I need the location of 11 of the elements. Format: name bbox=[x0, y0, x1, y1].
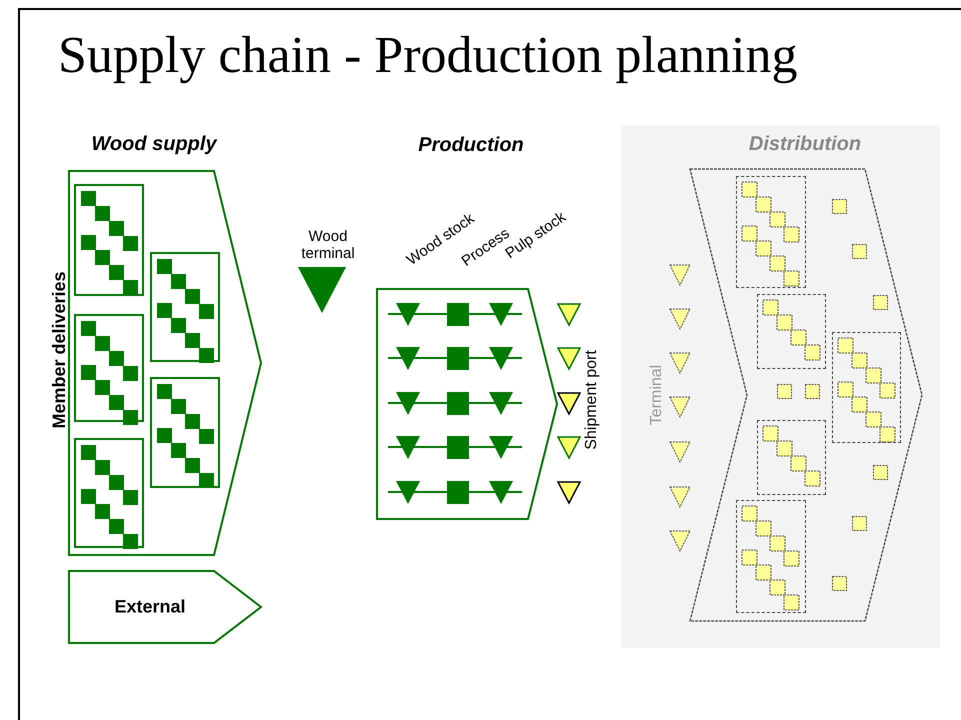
section-heading: Distribution bbox=[748, 133, 862, 156]
node-label: Wood terminal bbox=[300, 228, 356, 262]
section-heading: Production bbox=[418, 134, 524, 156]
section-heading: Wood supply bbox=[90, 133, 218, 156]
chevron-label: External bbox=[113, 596, 187, 618]
diagram-title: Supply chain - Production planning bbox=[58, 26, 798, 85]
axis-label: Terminal bbox=[648, 364, 666, 426]
axis-label: Shipment port bbox=[583, 350, 601, 450]
stock-box bbox=[757, 294, 826, 369]
stock-box bbox=[757, 420, 826, 495]
vertical-label: Member deliveries bbox=[50, 271, 70, 429]
